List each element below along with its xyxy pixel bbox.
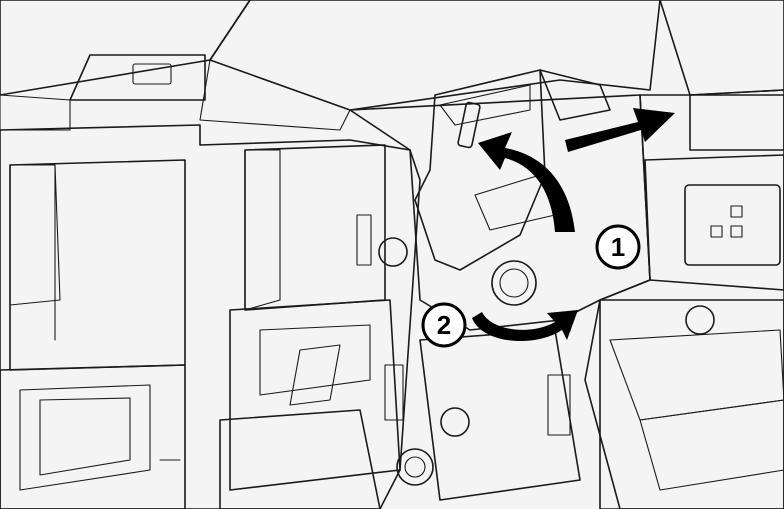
right-control-panel bbox=[644, 154, 784, 291]
left-gray-frame bbox=[0, 124, 421, 509]
control-button bbox=[730, 205, 743, 218]
upper-right-cover bbox=[659, 0, 784, 96]
curved-rotation-arrow-icon bbox=[472, 310, 578, 342]
rotation-knob bbox=[491, 260, 537, 306]
step-2-callout: 2 bbox=[421, 302, 467, 348]
pivot-hole bbox=[378, 237, 408, 267]
upper-left-panel bbox=[69, 54, 206, 101]
left-tray-side bbox=[9, 164, 61, 306]
step-1-callout: 1 bbox=[595, 224, 641, 270]
step-1-circle bbox=[595, 224, 641, 270]
lower-left-drawer bbox=[0, 364, 186, 509]
latch-slot bbox=[132, 63, 172, 85]
control-buttons-housing bbox=[684, 184, 781, 266]
lever-cover-top bbox=[539, 69, 611, 121]
curved-up-arrow-icon bbox=[478, 132, 575, 232]
side-handle bbox=[356, 214, 372, 266]
step-2-circle bbox=[421, 302, 467, 348]
lower-left-housing bbox=[219, 409, 381, 509]
left-ledge bbox=[0, 94, 71, 131]
step-2-number: 2 bbox=[437, 310, 451, 340]
control-button bbox=[730, 225, 743, 238]
control-button bbox=[710, 225, 723, 238]
upper-housing-lip bbox=[199, 59, 351, 131]
lever-handle bbox=[457, 101, 481, 149]
lower-right-base bbox=[584, 299, 784, 509]
step-1-number: 1 bbox=[611, 232, 625, 262]
lower-roller bbox=[396, 448, 434, 486]
right-arrow-icon bbox=[565, 108, 675, 152]
lower-middle-cavity bbox=[229, 299, 401, 491]
jam-release-lever bbox=[414, 69, 546, 271]
